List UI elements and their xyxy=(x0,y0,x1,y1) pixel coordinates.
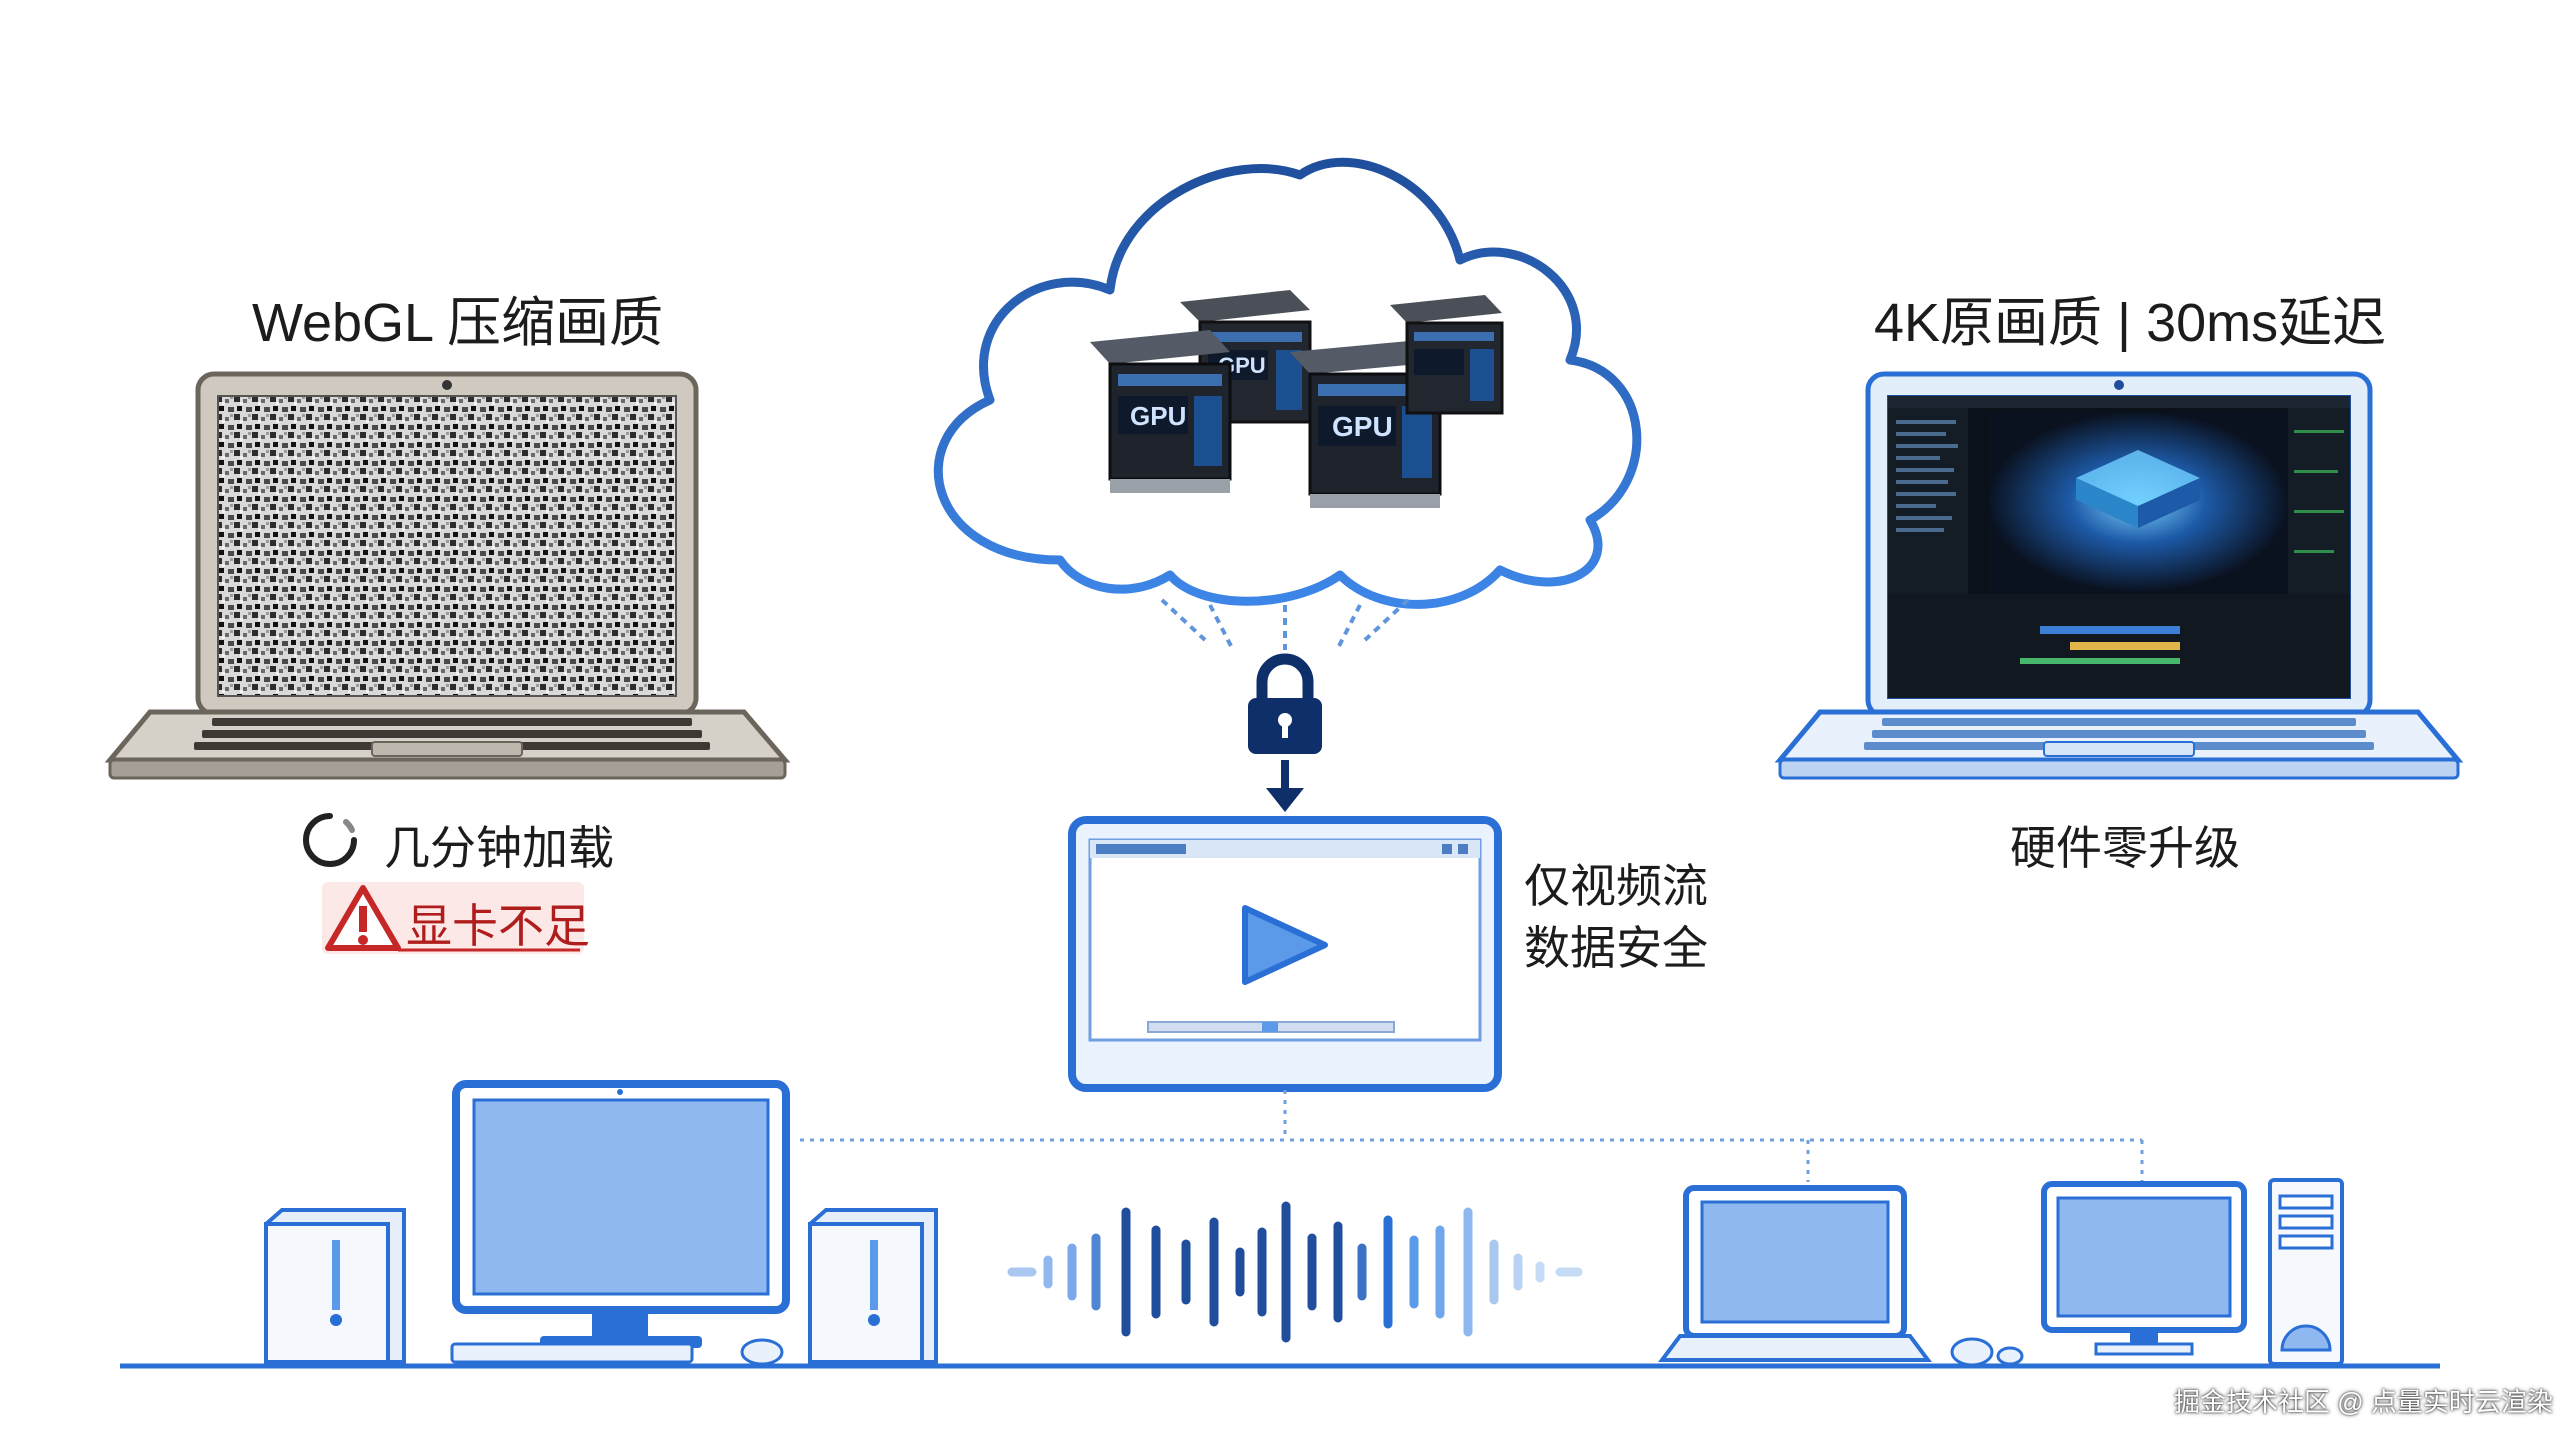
gpu-server-icon: GPU GPU GPU xyxy=(1090,290,1504,508)
warning-triangle-icon xyxy=(325,885,401,951)
mouse-icon xyxy=(1950,1337,2024,1367)
network-lines xyxy=(800,1090,2144,1182)
left-title: WebGL 压缩画质 xyxy=(252,293,664,353)
second-pc-tower xyxy=(808,1208,938,1364)
gpu-label: GPU xyxy=(1130,401,1186,431)
warning-text: 显卡不足 xyxy=(406,900,590,952)
desktop-monitor xyxy=(450,1080,790,1366)
compressed-screen xyxy=(217,395,677,697)
left-pc-tower xyxy=(264,1208,406,1364)
stream-arrows xyxy=(1160,598,1410,650)
gpu-label: GPU xyxy=(1332,411,1393,442)
lock-icon xyxy=(1248,653,1322,754)
stream-label-line2: 数据安全 xyxy=(1524,922,1708,974)
left-laptop xyxy=(104,371,791,780)
right-keyboard xyxy=(1864,718,2374,750)
warning-badge xyxy=(322,882,584,954)
video-stream-window xyxy=(1068,816,1502,1092)
bottom-monitor xyxy=(2041,1181,2247,1356)
stream-label-line1: 仅视频流 xyxy=(1524,860,1708,912)
bottom-pc-tower xyxy=(2268,1178,2344,1366)
down-arrow-icon xyxy=(1266,760,1304,812)
right-subtitle: 硬件零升级 xyxy=(2010,822,2240,874)
watermark: 掘金技术社区 @ 点量实时云渲染 xyxy=(2174,1387,2553,1417)
play-icon xyxy=(1242,905,1328,985)
sound-wave xyxy=(1007,1201,1583,1343)
right-laptop xyxy=(1774,371,2464,780)
right-title: 4K原画质 | 30ms延迟 xyxy=(1874,293,2387,353)
bottom-laptop xyxy=(1658,1185,1932,1362)
loading-text: 几分钟加载 xyxy=(384,822,614,874)
loading-spinner-icon xyxy=(303,813,357,867)
